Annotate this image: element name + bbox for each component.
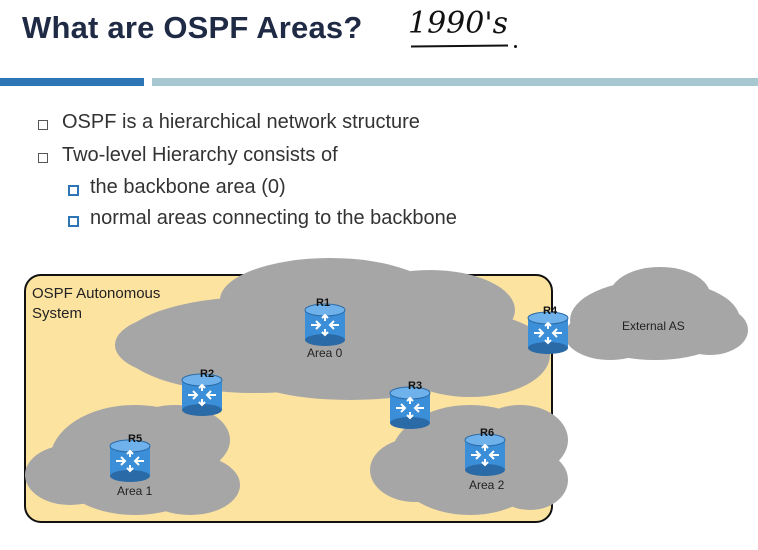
slide-title: What are OSPF Areas?: [22, 10, 363, 45]
title-accent-bar: [0, 78, 144, 86]
handwritten-dot: [514, 45, 517, 48]
sub-bullet-1: the backbone area (0): [90, 176, 286, 198]
area-2-label: Area 2: [469, 478, 505, 492]
external-as-label: External AS: [622, 319, 685, 333]
sub-bullet-marker-1: [68, 185, 79, 196]
router-r4-label: R4: [543, 305, 558, 317]
router-r6-icon: [464, 433, 506, 477]
router-r5-icon: [109, 439, 151, 483]
router-r1-label: R1: [316, 297, 330, 309]
router-r1-icon: [304, 303, 346, 347]
external-as-cloud: [565, 267, 748, 360]
bullet-2: Two-level Hierarchy consists of: [62, 144, 338, 166]
router-r2-label: R2: [200, 368, 214, 380]
area-1-label: Area 1: [117, 484, 153, 498]
sub-bullet-marker-2: [68, 216, 79, 227]
router-r6-label: R6: [480, 427, 494, 439]
router-r3-label: R3: [408, 380, 422, 392]
system-label-line2: System: [32, 305, 82, 322]
router-r5-label: R5: [128, 433, 142, 445]
title-divider-bar: [152, 78, 758, 86]
bullet-marker-2: [38, 153, 48, 163]
router-r4-icon: [527, 311, 569, 355]
bullet-1: OSPF is a hierarchical network structure: [62, 111, 420, 133]
area-0-label: Area 0: [307, 346, 343, 360]
handwritten-note: 1990's: [408, 6, 508, 41]
router-r3-icon: [389, 386, 431, 430]
sub-bullet-2: normal areas connecting to the backbone: [90, 207, 457, 229]
system-label-line1: OSPF Autonomous: [32, 285, 160, 302]
bullet-marker-1: [38, 120, 48, 130]
router-r2-icon: [181, 373, 223, 417]
